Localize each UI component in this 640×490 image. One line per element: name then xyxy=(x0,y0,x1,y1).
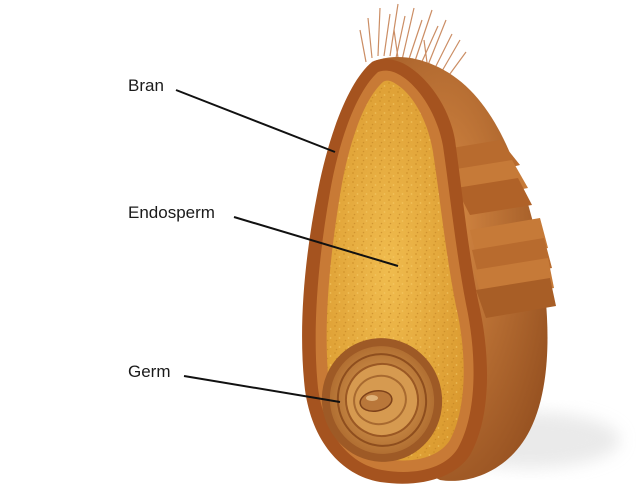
germ-leader-line xyxy=(183,375,341,403)
bran-label: Bran xyxy=(128,76,164,95)
peeled-bran-layers xyxy=(440,140,556,318)
endosperm-label: Endosperm xyxy=(128,203,215,222)
endosperm-leader-line xyxy=(233,216,399,267)
germ xyxy=(321,338,443,462)
bran-leader-line xyxy=(175,89,336,153)
germ-label: Germ xyxy=(128,362,171,381)
